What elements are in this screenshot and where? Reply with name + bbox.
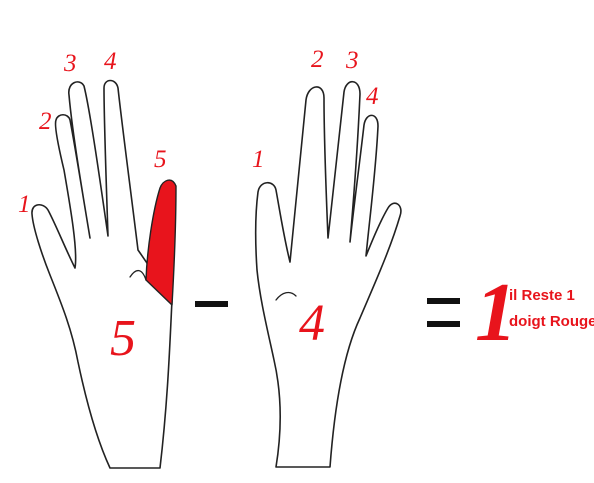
right-finger-label-1: 1 <box>252 146 265 173</box>
result-text-line1: il Reste 1 <box>509 287 575 304</box>
right-hand: 1 2 3 4 4 <box>252 46 402 468</box>
left-finger-label-2: 2 <box>39 108 52 135</box>
minus-sign-text: – <box>0 0 1 1</box>
right-hand-palm-crease <box>275 291 297 301</box>
equals-bar-top <box>427 298 460 304</box>
left-finger-label-5: 5 <box>154 146 167 173</box>
left-finger-label-3: 3 <box>63 50 77 77</box>
right-hand-outline <box>254 80 402 468</box>
right-finger-label-4: 4 <box>366 83 379 110</box>
left-hand: 1 2 3 4 5 5 <box>18 48 177 469</box>
right-finger-label-2: 2 <box>311 46 324 73</box>
equals-sign <box>427 298 460 327</box>
left-hand-total: 5 <box>110 310 136 367</box>
result-number: 1 <box>475 266 517 359</box>
equals-sign-text: = <box>0 0 1 1</box>
left-hand-red-thumb <box>145 179 177 306</box>
left-finger-label-1: 1 <box>18 191 31 218</box>
left-finger-label-4: 4 <box>104 48 117 75</box>
right-hand-total: 4 <box>299 295 325 352</box>
left-hand-palm-crease <box>129 269 147 281</box>
equals-bar-bottom <box>427 321 460 327</box>
minus-sign <box>195 301 228 307</box>
result-text-line2: doigt Rouge <box>509 313 594 330</box>
left-hand-outline <box>31 79 173 469</box>
right-finger-label-3: 3 <box>345 47 359 74</box>
